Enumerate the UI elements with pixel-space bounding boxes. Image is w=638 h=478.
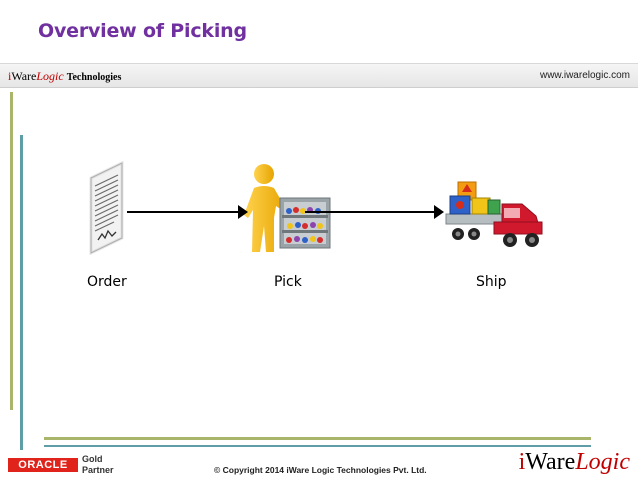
oracle-logo: ORACLE — [8, 458, 78, 472]
footer-logo-middle: Ware — [525, 449, 576, 475]
step-label-ship: Ship — [476, 274, 507, 290]
person-picking-shelf-icon — [244, 160, 334, 255]
website-url: www.iwarelogic.com — [539, 70, 630, 81]
brand-suffix: Logic — [36, 69, 64, 83]
brand-prefix: i — [8, 69, 12, 83]
step-label-pick: Pick — [274, 274, 302, 290]
flow-arrow-order-to-pick — [127, 205, 248, 219]
copyright-text: © Copyright 2014 iWare Logic Technologie… — [214, 465, 427, 475]
partner-tier: Gold Partner — [82, 454, 114, 476]
flow-arrow-pick-to-ship — [305, 205, 444, 219]
partner-tier-line2: Partner — [82, 465, 114, 475]
footer-logo-suffix: Logic — [575, 449, 630, 475]
decorative-bar-olive-vertical — [10, 92, 13, 410]
document-icon — [86, 160, 126, 256]
decorative-bar-olive-horizontal — [44, 437, 591, 440]
brand-middle: Ware — [11, 69, 37, 83]
brand-tagline: Technologies — [66, 72, 122, 83]
footer-brand-logo: iWareLogic — [519, 449, 630, 475]
decorative-bar-teal-vertical — [20, 135, 23, 450]
decorative-bar-teal-horizontal — [44, 445, 591, 447]
slide-title: Overview of Picking — [38, 20, 247, 42]
footer-logo-prefix: i — [518, 449, 526, 475]
delivery-truck-icon — [444, 178, 544, 256]
partner-tier-line1: Gold — [82, 454, 103, 464]
step-label-order: Order — [87, 274, 127, 290]
